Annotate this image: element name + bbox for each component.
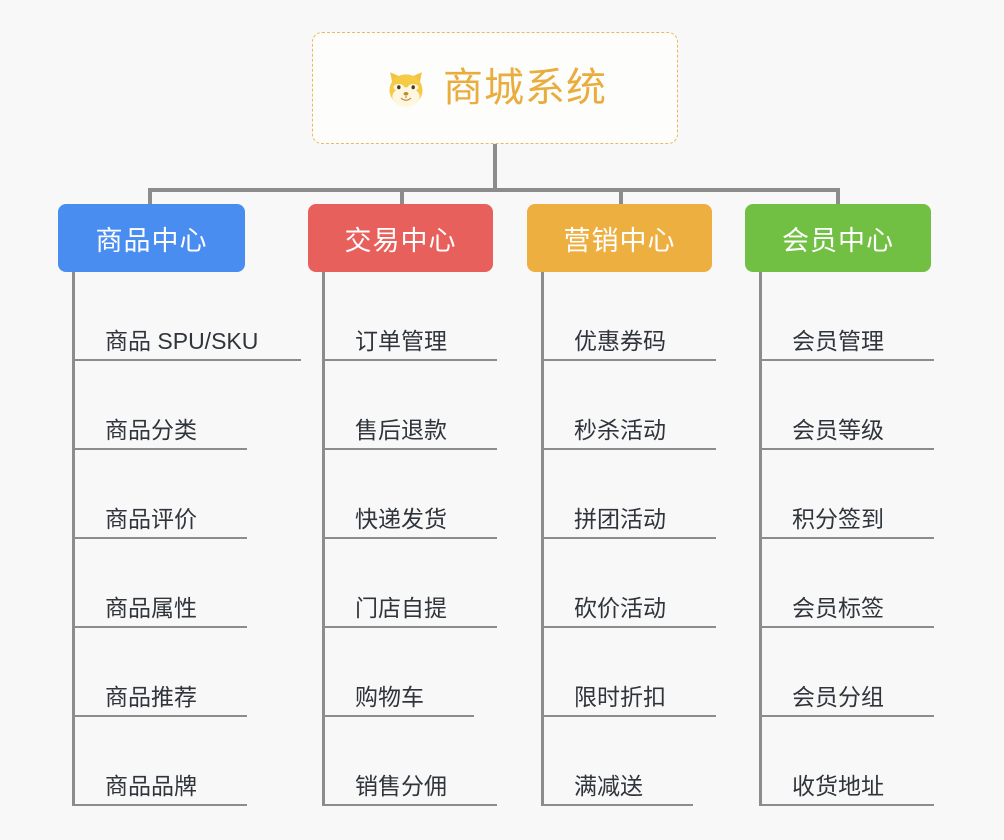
category-header-3[interactable]: 营销中心 — [527, 204, 712, 272]
category-drop-connector-3 — [619, 188, 623, 206]
leaf-label: 会员分组 — [762, 684, 934, 717]
leaf-label: 砍价活动 — [544, 595, 716, 628]
leaf-list-2: 订单管理 售后退款 快递发货 门店自提 购物车 销售分佣 — [322, 272, 527, 806]
leaf-item[interactable]: 积分签到 — [762, 450, 964, 539]
leaf-item[interactable]: 砍价活动 — [544, 539, 746, 628]
leaf-label: 商品属性 — [75, 595, 247, 628]
leaf-list-1: 商品 SPU/SKU 商品分类 商品评价 商品属性 商品推荐 商品品牌 — [72, 272, 331, 806]
leaf-label: 会员等级 — [762, 417, 934, 450]
leaf-label: 收货地址 — [762, 773, 934, 806]
leaf-label: 门店自提 — [325, 595, 497, 628]
category-column-4: 会员中心 会员管理 会员等级 积分签到 会员标签 会员分组 收货地址 — [745, 204, 964, 806]
leaf-item[interactable]: 秒杀活动 — [544, 361, 746, 450]
leaf-label: 限时折扣 — [544, 684, 716, 717]
leaf-item[interactable]: 优惠券码 — [544, 272, 746, 361]
leaf-item[interactable]: 满减送 — [544, 717, 746, 806]
leaf-item[interactable]: 商品分类 — [75, 361, 331, 450]
leaf-label: 会员标签 — [762, 595, 934, 628]
leaf-label: 秒杀活动 — [544, 417, 716, 450]
leaf-item[interactable]: 会员分组 — [762, 628, 964, 717]
leaf-item[interactable]: 会员标签 — [762, 539, 964, 628]
category-column-3: 营销中心 优惠券码 秒杀活动 拼团活动 砍价活动 限时折扣 满减送 — [527, 204, 746, 806]
leaf-label: 拼团活动 — [544, 506, 716, 539]
leaf-label: 购物车 — [325, 684, 474, 717]
leaf-item[interactable]: 快递发货 — [325, 450, 527, 539]
category-drop-connector-2 — [400, 188, 404, 206]
category-label-4: 会员中心 — [782, 225, 894, 256]
leaf-label: 商品品牌 — [75, 773, 247, 806]
leaf-item[interactable]: 购物车 — [325, 628, 527, 717]
leaf-item[interactable]: 商品属性 — [75, 539, 331, 628]
leaf-item[interactable]: 收货地址 — [762, 717, 964, 806]
category-label-3: 营销中心 — [563, 225, 676, 256]
leaf-list-3: 优惠券码 秒杀活动 拼团活动 砍价活动 限时折扣 满减送 — [541, 272, 746, 806]
category-drop-connector-1 — [148, 188, 152, 206]
leaf-label: 销售分佣 — [325, 773, 497, 806]
leaf-label: 售后退款 — [325, 417, 497, 450]
leaf-label: 商品分类 — [75, 417, 247, 450]
root-node[interactable]: 商城系统 — [312, 32, 678, 144]
category-column-2: 交易中心 订单管理 售后退款 快递发货 门店自提 购物车 销售分佣 — [308, 204, 527, 806]
category-header-1[interactable]: 商品中心 — [58, 204, 245, 272]
leaf-label: 会员管理 — [762, 328, 934, 361]
leaf-item[interactable]: 商品评价 — [75, 450, 331, 539]
leaf-item[interactable]: 限时折扣 — [544, 628, 746, 717]
leaf-item[interactable]: 商品品牌 — [75, 717, 331, 806]
leaf-item[interactable]: 会员管理 — [762, 272, 964, 361]
leaf-item[interactable]: 商品推荐 — [75, 628, 331, 717]
shiba-dog-face-icon — [383, 65, 429, 111]
leaf-label: 商品推荐 — [75, 684, 247, 717]
category-column-1: 商品中心 商品 SPU/SKU 商品分类 商品评价 商品属性 商品推荐 商品品牌 — [58, 204, 331, 806]
leaf-label: 商品评价 — [75, 506, 247, 539]
category-header-4[interactable]: 会员中心 — [745, 204, 931, 272]
root-stem-connector — [493, 144, 497, 192]
leaf-label: 满减送 — [544, 773, 693, 806]
category-drop-connector-4 — [836, 188, 840, 206]
leaf-list-4: 会员管理 会员等级 积分签到 会员标签 会员分组 收货地址 — [759, 272, 964, 806]
leaf-item[interactable]: 拼团活动 — [544, 450, 746, 539]
leaf-item[interactable]: 商品 SPU/SKU — [75, 272, 331, 361]
leaf-label: 优惠券码 — [544, 328, 716, 361]
leaf-label: 订单管理 — [325, 328, 497, 361]
category-header-2[interactable]: 交易中心 — [308, 204, 493, 272]
category-bus-connector — [150, 188, 840, 192]
category-label-2: 交易中心 — [344, 225, 457, 256]
root-title: 商城系统 — [443, 66, 607, 110]
leaf-item[interactable]: 订单管理 — [325, 272, 527, 361]
leaf-label: 快递发货 — [325, 506, 497, 539]
leaf-label: 积分签到 — [762, 506, 934, 539]
leaf-item[interactable]: 会员等级 — [762, 361, 964, 450]
leaf-item[interactable]: 销售分佣 — [325, 717, 527, 806]
leaf-item[interactable]: 售后退款 — [325, 361, 527, 450]
category-label-1: 商品中心 — [95, 225, 208, 256]
leaf-label: 商品 SPU/SKU — [75, 328, 301, 361]
leaf-item[interactable]: 门店自提 — [325, 539, 527, 628]
